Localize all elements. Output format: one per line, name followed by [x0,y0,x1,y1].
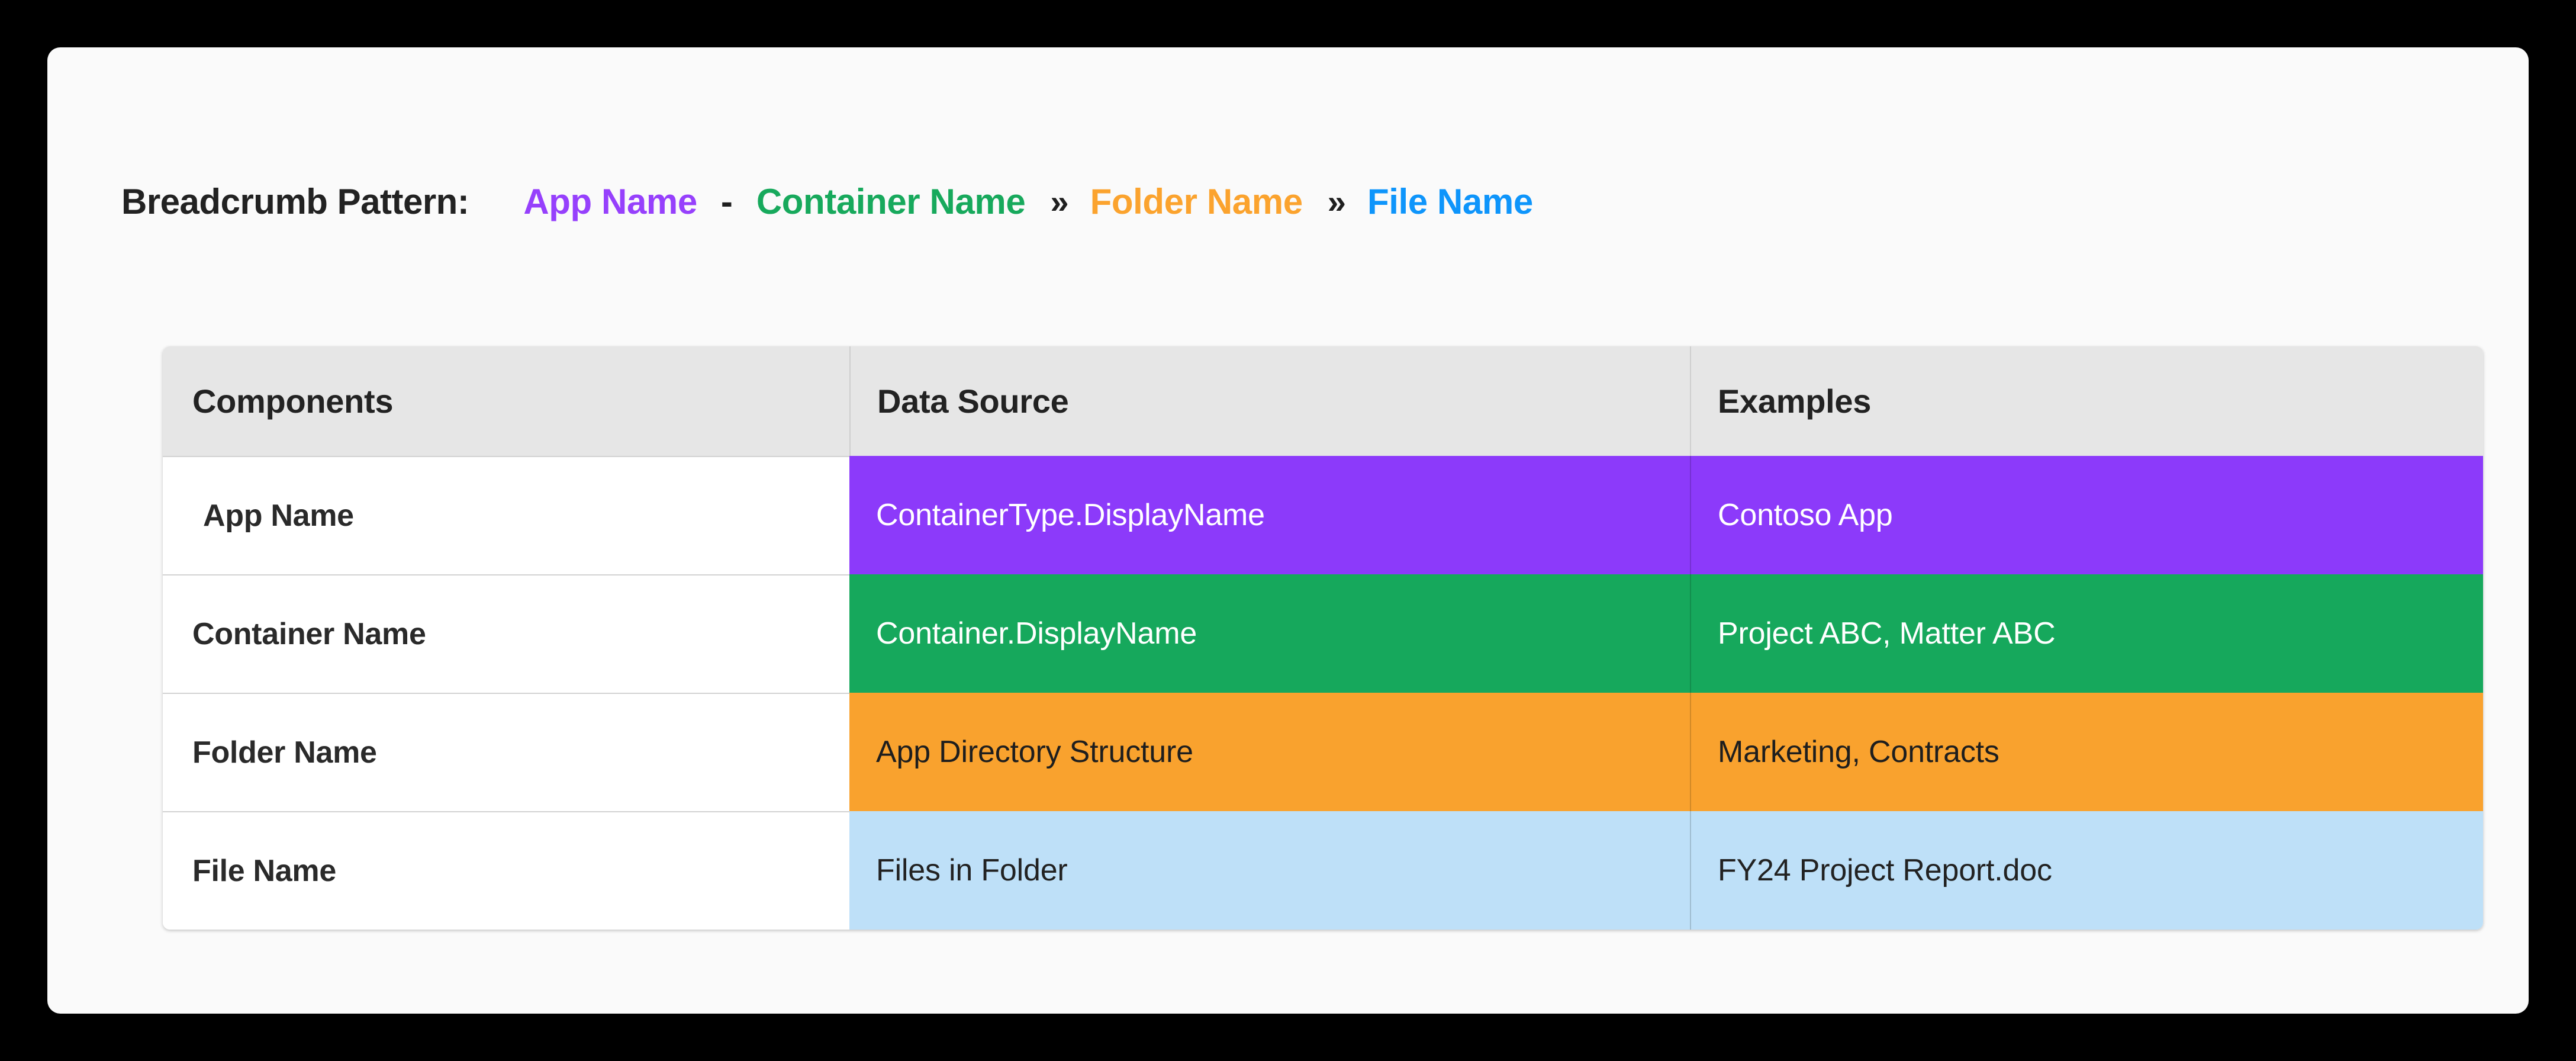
breadcrumb-item-file-name[interactable]: File Name [1367,181,1533,221]
breadcrumb-item-app-name[interactable]: App Name [523,181,697,221]
row-data-source-folder-name: App Directory Structure [849,693,1690,811]
row-component-folder-name: Folder Name [163,693,849,811]
table-row: File Name Files in Folder FY24 Project R… [163,811,2483,930]
row-data-source-file-name: Files in Folder [849,811,1690,930]
row-component-container-name: Container Name [163,574,849,693]
table-header-components: Components [192,382,394,420]
table-header-data-source: Data Source [849,346,1690,456]
breadcrumb-item-container-name[interactable]: Container Name [756,181,1026,221]
row-example-container-name: Project ABC, Matter ABC [1690,574,2483,693]
table-header-examples: Examples [1690,346,2483,456]
row-data-source-container-name: Container.DisplayName [849,574,1690,693]
row-example-folder-name: Marketing, Contracts [1690,693,2483,811]
row-component-file-name: File Name [163,811,849,930]
row-example-file-name: FY24 Project Report.doc [1690,811,2483,930]
table-row: Container Name Container.DisplayName Pro… [163,574,2483,693]
breadcrumb-item-folder-name[interactable]: Folder Name [1090,181,1303,221]
table-row: App Name ContainerType.DisplayName Conto… [163,456,2483,574]
breadcrumb: Breadcrumb Pattern: App Name - Container… [121,175,1533,228]
row-component-app-name: App Name [163,456,849,574]
breadcrumb-separator-dash-icon: - [720,181,733,221]
row-data-source-app-name: ContainerType.DisplayName [849,456,1690,574]
table-row: Folder Name App Directory Structure Mark… [163,693,2483,811]
breadcrumb-separator-chevron-icon-1: ›› [1050,182,1068,220]
breadcrumb-components-table: Components Data Source Examples App Name… [163,346,2483,930]
row-example-app-name: Contoso App [1690,456,2483,574]
breadcrumb-separator-chevron-icon-2: ›› [1327,182,1346,220]
content-card: Breadcrumb Pattern: App Name - Container… [47,47,2529,1014]
breadcrumb-pattern-label: Breadcrumb Pattern: [121,181,469,221]
table-header-row: Components Data Source Examples [163,346,2483,456]
